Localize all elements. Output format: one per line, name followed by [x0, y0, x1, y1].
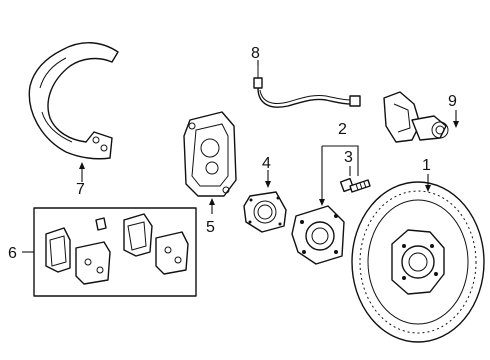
brake-hose — [253, 62, 361, 108]
brake-pad-left-inner — [75, 241, 111, 285]
pad-clip — [95, 217, 107, 231]
brake-pad-right-inner — [155, 231, 189, 275]
brake-pad-left-outer — [45, 227, 71, 273]
callout-3: 3 — [344, 149, 353, 166]
callout-6: 6 — [8, 245, 17, 262]
hub-bearing — [291, 205, 345, 265]
callout-4: 4 — [262, 155, 271, 172]
callout-9: 9 — [448, 93, 457, 110]
hub-gasket — [243, 191, 287, 233]
callout-1: 1 — [422, 157, 431, 174]
brake-caliper — [183, 111, 237, 197]
callout-7: 7 — [76, 181, 85, 198]
hub-bolt — [339, 177, 371, 193]
brake-pad-right-outer — [123, 213, 153, 257]
speed-sensor — [383, 91, 449, 143]
callout-5: 5 — [206, 219, 215, 236]
leader-2b — [322, 145, 359, 176]
callout-8: 8 — [251, 45, 260, 62]
callout-2: 2 — [338, 121, 347, 138]
brake-rotor — [351, 181, 485, 343]
dust-shield — [28, 42, 119, 160]
